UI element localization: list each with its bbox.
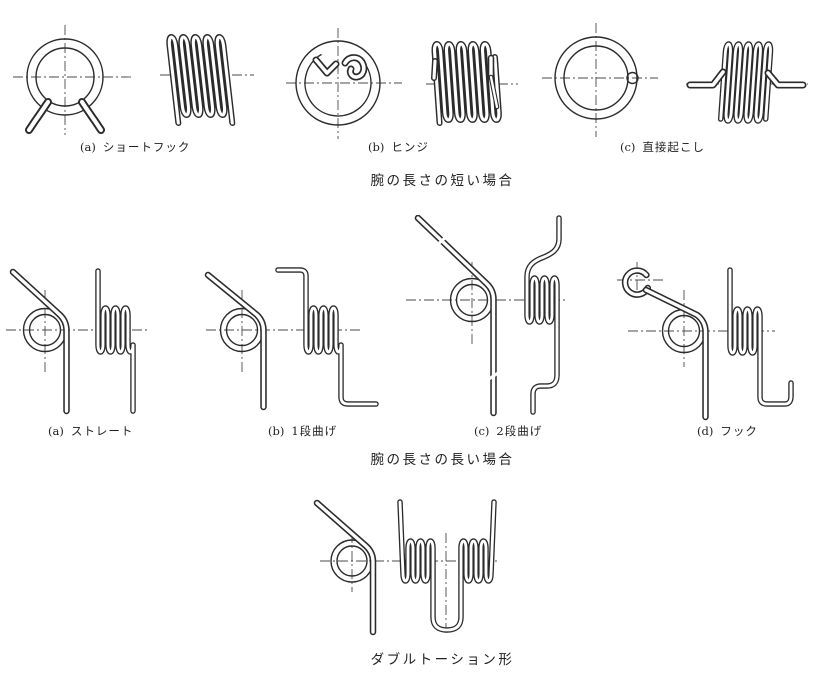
coil-front-outer xyxy=(26,38,104,116)
item-text: ストレート xyxy=(70,424,134,438)
coil-side-view xyxy=(276,268,378,406)
spring-short-hook-drawing xyxy=(13,25,254,135)
spring-arms xyxy=(416,216,496,415)
item-label-straight: (a) ストレート xyxy=(48,423,133,439)
spring-leg-right xyxy=(79,99,104,133)
coil-front-inner-arc xyxy=(304,53,372,117)
coil-front-outer xyxy=(554,36,638,120)
spring-arms xyxy=(11,270,69,413)
item-tag: (d) xyxy=(697,424,714,438)
item-label-hook: (d) フック xyxy=(697,423,758,439)
coil-side-view xyxy=(728,268,793,406)
spring-arms xyxy=(9,268,70,415)
item-label-short-hook: (a) ショートフック xyxy=(80,139,190,155)
item-label-one-bend: (b) 1段曲げ xyxy=(268,423,337,439)
spring-straight-drawing xyxy=(6,268,150,415)
spring-one-bend-drawing xyxy=(204,267,379,411)
double-coil-side-view xyxy=(398,500,496,632)
break-mark xyxy=(434,235,448,248)
spring-arms xyxy=(315,501,375,634)
coil-front-inner xyxy=(563,45,629,111)
hinge-hook-right xyxy=(343,55,366,79)
caption-double-torsion: ダブルトーション形 xyxy=(370,652,515,668)
spring-arm-left xyxy=(688,70,725,87)
spring-arms xyxy=(414,215,497,417)
coil-wire xyxy=(719,42,772,123)
spring-arms xyxy=(313,499,377,636)
spring-arm-right xyxy=(766,71,805,87)
spring-arms xyxy=(204,271,267,411)
coil-side-view xyxy=(525,216,561,414)
item-text: 1段曲げ xyxy=(291,424,338,438)
coil-side-view xyxy=(431,41,502,126)
break-mark xyxy=(488,371,499,381)
item-tag: (b) xyxy=(368,140,385,154)
item-text: ヒンジ xyxy=(391,140,429,154)
spring-leg-left xyxy=(26,99,51,133)
coil-front-inner xyxy=(35,47,95,107)
item-label-direct-raise: (c) 直接起こし xyxy=(620,139,705,155)
coil-front-outer xyxy=(295,40,381,126)
item-text: 2段曲げ xyxy=(496,424,543,438)
item-text: ショートフック xyxy=(102,140,191,154)
caption-long-arms: 腕の長さの長い場合 xyxy=(370,452,515,468)
hinge-hook-left xyxy=(314,58,338,75)
hook-curl xyxy=(623,268,650,297)
hinge-tab-left xyxy=(432,59,437,80)
coil-wire xyxy=(167,35,234,125)
coil-side-view xyxy=(717,41,774,124)
coil-wire xyxy=(432,42,501,125)
item-tag: (c) xyxy=(620,140,636,154)
coil-front-inner xyxy=(28,313,62,347)
item-label-hinge: (b) ヒンジ xyxy=(368,139,429,155)
caption-short-arms: 腕の長さの短い場合 xyxy=(370,173,515,189)
item-tag: (a) xyxy=(48,424,64,438)
coil-front-inner xyxy=(336,545,368,577)
item-label-two-bend: (c) 2段曲げ xyxy=(474,423,542,439)
item-text: フック xyxy=(720,424,758,438)
spring-two-bend-drawing xyxy=(406,215,568,417)
item-tag: (b) xyxy=(268,424,285,438)
spring-hook-drawing xyxy=(617,262,794,421)
spring-hinge-drawing xyxy=(286,28,518,139)
coil-front-inner xyxy=(225,313,259,347)
wire-end-stub xyxy=(626,71,639,85)
coil-side-view xyxy=(166,34,236,126)
spring-arms xyxy=(206,273,266,409)
spring-double-torsion-drawing xyxy=(313,499,498,636)
spring-direct-raise-drawing xyxy=(542,23,808,137)
item-tag: (a) xyxy=(80,140,96,154)
coil-front-inner xyxy=(667,314,701,348)
coil-front-inner xyxy=(455,283,489,317)
item-tag: (c) xyxy=(474,424,490,438)
coil-side-view xyxy=(96,269,135,413)
wire-end xyxy=(489,75,499,109)
spring-arms xyxy=(642,286,709,421)
item-text: 直接起こし xyxy=(642,140,705,154)
spring-arms xyxy=(644,288,708,419)
